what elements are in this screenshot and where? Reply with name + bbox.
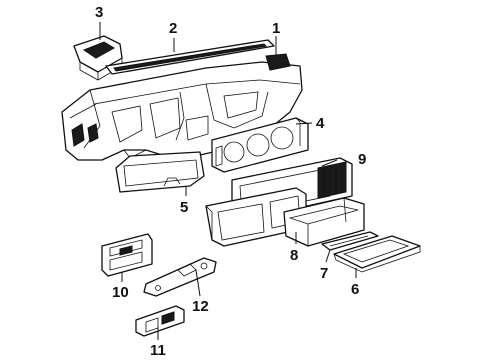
part-2-defroster-grille-strip [105, 39, 275, 75]
part-10-switch-housing [101, 233, 153, 277]
callout-12: 12 [192, 298, 209, 315]
leader-lines [99, 22, 357, 340]
callout-10: 10 [112, 284, 129, 301]
callout-5: 5 [180, 199, 188, 216]
part-7-trim-strip [321, 231, 379, 251]
part-6-lower-tray [333, 235, 421, 273]
callout-2: 2 [169, 20, 177, 37]
part-8-storage-bin [283, 197, 365, 247]
callout-numbers: 1 2 3 4 5 6 7 8 9 10 11 12 [95, 4, 366, 359]
callout-4: 4 [316, 115, 325, 132]
callout-11: 11 [150, 342, 166, 359]
part-11-switch-plate [135, 305, 185, 337]
callout-6: 6 [351, 281, 359, 298]
callout-8: 8 [290, 247, 298, 264]
part-4-cluster-bezel [211, 117, 309, 173]
part-5-cluster-lens [115, 151, 205, 193]
callout-9: 9 [358, 151, 366, 168]
callout-3: 3 [95, 4, 103, 21]
callout-1: 1 [272, 20, 280, 37]
callout-7: 7 [320, 265, 328, 282]
part-12-column-bracket [143, 257, 217, 297]
